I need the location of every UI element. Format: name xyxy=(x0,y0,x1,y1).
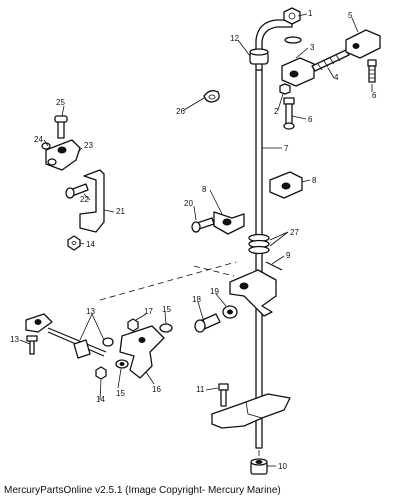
callout-15-lower: 15 xyxy=(116,389,125,398)
callout-4: 4 xyxy=(334,73,339,82)
link-screw xyxy=(279,83,295,130)
callout-9: 9 xyxy=(286,251,291,260)
callout-20: 20 xyxy=(184,199,193,208)
left-linkage-assembly xyxy=(25,313,173,380)
shaft-lever xyxy=(229,269,277,317)
callout-3: 3 xyxy=(310,43,315,52)
callout-13-upper: 13 xyxy=(86,307,95,316)
callout-7: 7 xyxy=(284,144,289,153)
callout-8-right: 8 xyxy=(312,176,317,185)
clip xyxy=(203,90,220,103)
callout-12: 12 xyxy=(230,34,239,43)
retaining-rings xyxy=(248,233,270,255)
callout-13-left: 13 xyxy=(10,335,19,344)
link-block xyxy=(281,29,381,87)
left-bracket-assembly xyxy=(41,115,105,251)
alignment-lines xyxy=(99,261,260,462)
bottom-screw xyxy=(218,383,229,407)
callout-24: 24 xyxy=(34,135,43,144)
top-nut xyxy=(283,7,302,44)
callout-1: 1 xyxy=(308,9,313,18)
lever-screw xyxy=(194,305,238,333)
callout-27: 27 xyxy=(290,228,299,237)
callout-26: 26 xyxy=(176,107,185,116)
callout-10: 10 xyxy=(278,462,287,471)
callout-5: 5 xyxy=(348,11,353,20)
leader-lines xyxy=(19,13,373,467)
callout-11: 11 xyxy=(196,385,205,394)
callout-15-upper: 15 xyxy=(162,305,171,314)
callout-8-left: 8 xyxy=(202,185,207,194)
bottom-lever xyxy=(211,393,291,429)
callout-2: 2 xyxy=(274,107,279,116)
callout-22: 22 xyxy=(80,195,89,204)
copyright-footer: MercuryPartsOnline v2.5.1 (Image Copyrig… xyxy=(4,485,281,496)
callout-labels: 1 2 3 4 5 6 6 7 8 8 9 10 11 12 13 13 14 … xyxy=(10,9,377,471)
clamp-right xyxy=(269,171,303,199)
shaft-bushing xyxy=(249,48,269,65)
callout-14-upper: 14 xyxy=(86,240,95,249)
callout-19: 19 xyxy=(210,287,219,296)
callout-23: 23 xyxy=(84,141,93,150)
main-shaft xyxy=(255,19,293,449)
callout-6-top: 6 xyxy=(372,91,377,100)
pin xyxy=(265,261,283,271)
clamp-left xyxy=(191,211,245,235)
callout-21: 21 xyxy=(116,207,125,216)
callout-14-lower: 14 xyxy=(96,395,105,404)
callout-6-mid: 6 xyxy=(308,115,313,124)
callout-25: 25 xyxy=(56,98,65,107)
callout-17: 17 xyxy=(144,307,153,316)
callout-16: 16 xyxy=(152,385,161,394)
callout-18: 18 xyxy=(192,295,201,304)
